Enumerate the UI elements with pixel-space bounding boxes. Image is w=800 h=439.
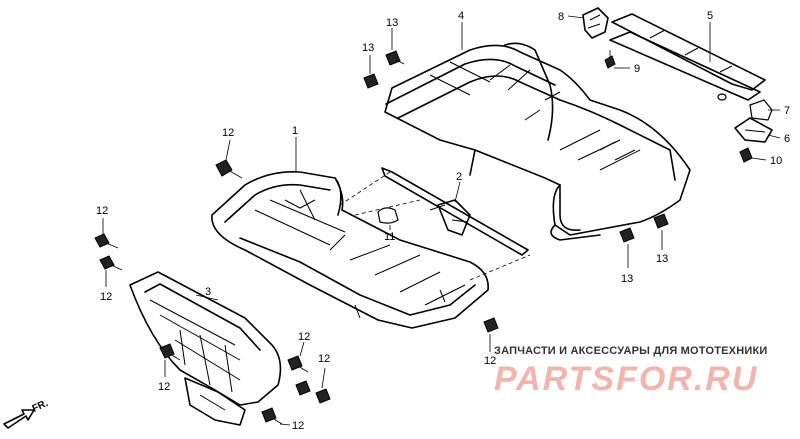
logo-text: PARTSFOR.RU [494, 360, 758, 398]
nut-13-b[interactable] [363, 73, 379, 89]
callout-2: 2 [456, 171, 462, 183]
front-guard-part-3[interactable] [129, 271, 282, 426]
cushion-part-7[interactable] [749, 99, 773, 121]
arrow-label: FR. [31, 398, 50, 415]
bolt-12-c[interactable] [99, 255, 123, 271]
rear-carrier-part-4[interactable] [384, 42, 691, 241]
callout-7: 7 [784, 105, 790, 117]
callout-1: 1 [292, 125, 298, 137]
callout-8: 8 [558, 11, 564, 23]
callout-12-h: 12 [484, 355, 496, 367]
bolt-12-g[interactable] [315, 388, 331, 404]
callout-13-c: 13 [621, 273, 633, 285]
bolt-12-d[interactable] [159, 343, 181, 361]
callout-12-b: 12 [96, 205, 108, 217]
callout-13-b: 13 [362, 42, 374, 54]
watermark-caption: ЗАПЧАСТИ И АКСЕССУАРЫ ДЛЯ МОТОТЕХНИКИ [494, 345, 768, 357]
callout-12-c: 12 [100, 291, 112, 303]
holder-part-6[interactable] [734, 117, 773, 143]
callout-13-a: 13 [386, 17, 398, 29]
nut-13-c[interactable] [619, 227, 635, 243]
bolt-12-i[interactable] [483, 317, 499, 333]
nut-13-a[interactable] [385, 50, 405, 66]
front-carrier-part-1[interactable] [211, 170, 489, 329]
bolt-12-a[interactable] [215, 159, 243, 179]
callout-13-d: 13 [656, 253, 668, 265]
grommet-part-11[interactable] [377, 207, 399, 224]
bolt-12-f[interactable] [295, 380, 311, 396]
rod-part-2[interactable] [381, 167, 529, 256]
bolt-part-10[interactable] [739, 147, 753, 163]
callout-6: 6 [784, 133, 790, 145]
front-direction-arrow: FR. [3, 398, 50, 429]
bolt-part-9[interactable] [604, 50, 616, 69]
callout-12-a: 12 [222, 127, 234, 139]
callout-10: 10 [770, 155, 782, 167]
bolt-12-e[interactable] [287, 355, 309, 373]
bolt-12-h[interactable] [261, 407, 283, 425]
callout-4: 4 [458, 10, 464, 22]
bolt-12-b[interactable] [94, 233, 119, 249]
partsfor-logo: PARTSFOR.RU [494, 360, 758, 398]
callout-9: 9 [634, 63, 640, 75]
callout-5: 5 [707, 10, 713, 22]
callout-12-e: 12 [298, 331, 310, 343]
callout-11: 11 [384, 231, 395, 243]
callout-12-f: 12 [318, 353, 330, 365]
nut-13-d[interactable] [653, 213, 669, 229]
clamp-part-8[interactable] [582, 7, 609, 39]
callout-12-d: 12 [158, 381, 170, 393]
brace-bar-part-5[interactable] [609, 13, 766, 101]
callout-3: 3 [205, 286, 211, 298]
callout-12-g: 12 [292, 420, 304, 432]
